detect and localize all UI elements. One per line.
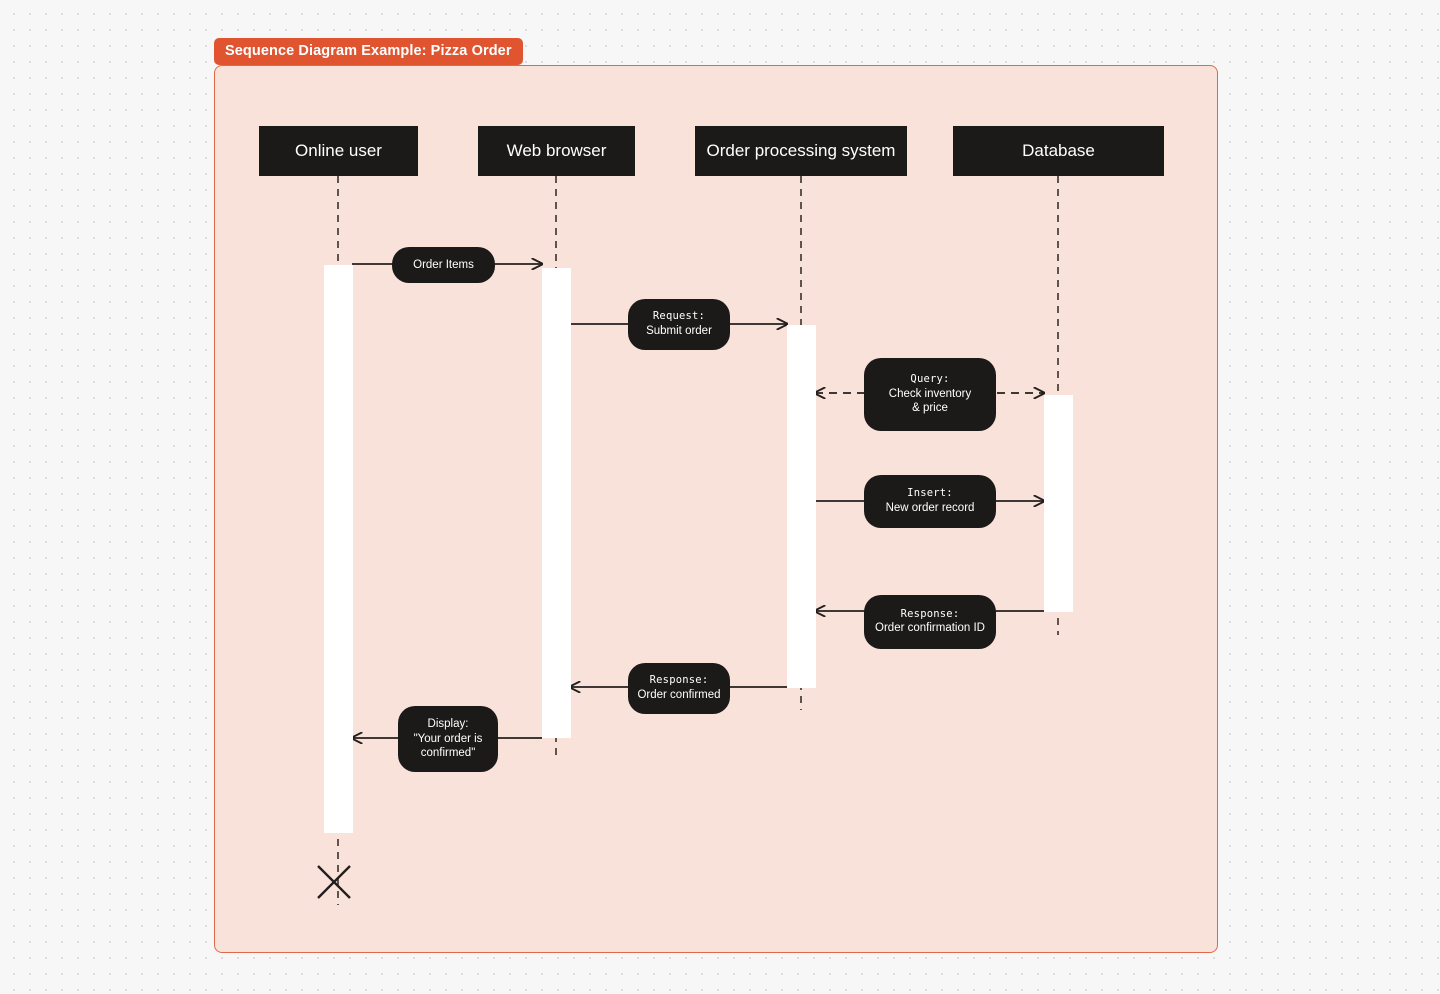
message-label-order-items[interactable]: Order Items <box>392 247 495 283</box>
activation-bar-database[interactable] <box>1044 395 1073 612</box>
message-label-line: "Your order is <box>413 732 483 745</box>
message-label-line: Check inventory <box>888 387 972 400</box>
lifeline-header-online-user[interactable]: Online user <box>259 126 418 176</box>
message-label-line: Display: <box>427 717 469 730</box>
lifeline-header-label: Order processing system <box>706 141 896 160</box>
activation-bar-online-user[interactable] <box>324 265 353 833</box>
message-label-line: Response: <box>649 674 709 687</box>
message-label-line: New order record <box>885 501 975 514</box>
diagram-title-badge: Sequence Diagram Example: Pizza Order <box>214 38 523 65</box>
message-label-display-order-confirmed[interactable]: Display: "Your order is confirmed" <box>398 706 498 772</box>
lifeline-dashed-lines <box>337 176 1059 905</box>
lifeline-header-label: Web browser <box>506 141 607 160</box>
message-label-line: Order Items <box>413 258 474 271</box>
message-label-line: Order confirmed <box>637 688 721 701</box>
activation-bar-order-processing-system[interactable] <box>787 325 816 688</box>
lifeline-terminator-x-icon <box>317 865 351 899</box>
terminator-stroke <box>317 865 351 899</box>
lifeline-header-label: Database <box>1022 141 1095 160</box>
lifeline-header-web-browser[interactable]: Web browser <box>478 126 635 176</box>
message-label-line: Response: <box>900 607 960 620</box>
message-label-line: Query: <box>910 373 950 386</box>
message-label-line: confirmed" <box>420 747 476 760</box>
message-label-line: Insert: <box>907 487 953 500</box>
message-label-insert-new-order-record[interactable]: Insert:New order record <box>864 475 996 528</box>
activation-bar-web-browser[interactable] <box>542 268 571 738</box>
message-label-line: Order confirmation ID <box>875 622 985 635</box>
message-label-request-submit-order[interactable]: Request:Submit order <box>628 299 730 350</box>
message-label-line: Request: <box>652 310 706 323</box>
message-label-line: Submit order <box>646 324 712 337</box>
lifeline-header-label: Online user <box>295 141 382 160</box>
lifeline-header-database[interactable]: Database <box>953 126 1164 176</box>
message-label-response-order-confirmed[interactable]: Response:Order confirmed <box>628 663 730 714</box>
message-label-query-check-inventory[interactable]: Query:Check inventory & price <box>864 358 996 431</box>
lifeline-header-order-processing-system[interactable]: Order processing system <box>695 126 907 176</box>
message-label-line: & price <box>912 402 948 415</box>
message-label-response-order-confirmation-id[interactable]: Response: Order confirmation ID <box>864 595 996 649</box>
